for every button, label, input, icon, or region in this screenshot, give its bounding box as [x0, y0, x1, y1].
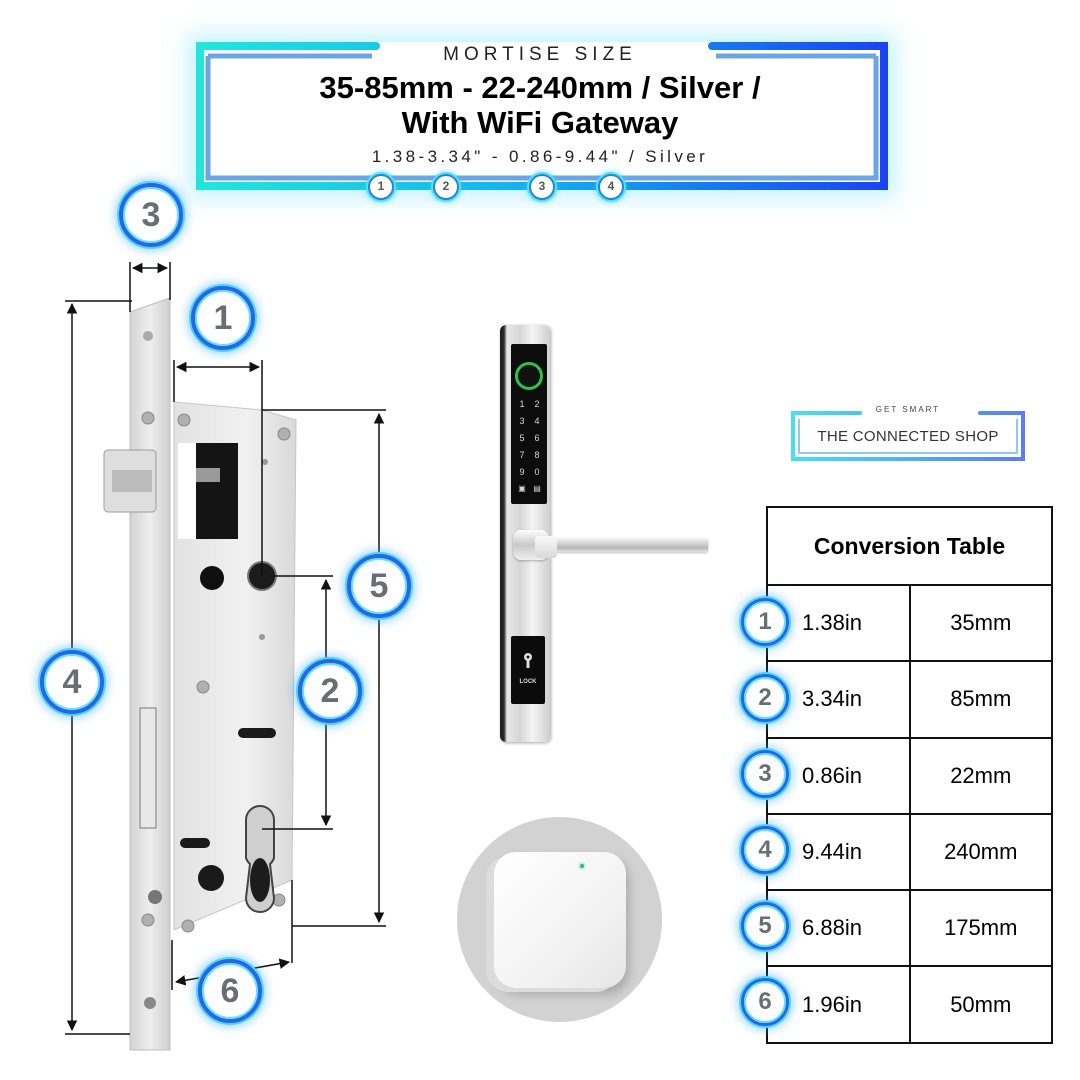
keyhole-icon [522, 652, 534, 670]
dimension-badge-3: 3 [119, 183, 183, 247]
lock-label: LOCK [519, 679, 537, 685]
table-row: 1.96in 50mm [766, 965, 1053, 1044]
lever-handle [540, 538, 708, 552]
header-kicker: MORTISE SIZE [443, 44, 637, 65]
conversion-table-header: Conversion Table [766, 506, 1053, 586]
keypad-key-5: 5 [519, 433, 525, 443]
table-row-badge-2: 2 [741, 674, 789, 722]
inch-value: 1.96in [766, 965, 911, 1044]
fingerprint-sensor-icon [515, 362, 543, 390]
page-title-line-1: 35-85mm - 22-240mm / Silver / [319, 70, 761, 105]
keypad-key-9: 9 [519, 467, 525, 477]
inch-value: 1.38in [766, 583, 911, 663]
lock-open-icon: ▤ [533, 484, 541, 493]
keypad-key-1: 1 [519, 399, 525, 409]
table-row-badge-3: 3 [741, 750, 789, 798]
header-marker-4: 4 [598, 174, 624, 200]
inch-value: 0.86in [766, 736, 911, 815]
conversion-table: Conversion Table 1.38in 35mm 3.34in 85mm… [766, 506, 1053, 1044]
dimension-badge-2: 2 [298, 659, 362, 723]
lever-neck [535, 536, 557, 558]
table-row: 3.34in 85mm [766, 660, 1053, 739]
mm-value: 175mm [908, 889, 1053, 968]
dimension-badge-4: 4 [40, 650, 104, 714]
keypad-key-0: 0 [534, 467, 540, 477]
page-title: 35-85mm - 22-240mm / Silver / With WiFi … [0, 70, 1080, 140]
keypad-key-2: 2 [534, 399, 540, 409]
dimension-badge-6: 6 [198, 959, 262, 1023]
header-marker-2: 2 [433, 174, 459, 200]
keypad-key-4: 4 [534, 416, 540, 426]
mortise-lock-diagram [65, 262, 386, 1051]
table-row-badge-5: 5 [741, 902, 789, 950]
keypad-key-7: 7 [519, 450, 525, 460]
conversion-table-title: Conversion Table [766, 506, 1053, 586]
brand-neon-frame [791, 411, 1025, 461]
mm-value: 240mm [908, 812, 1053, 892]
table-row: 0.86in 22mm [766, 736, 1053, 815]
mm-value: 50mm [908, 965, 1053, 1044]
table-row-badge-6: 6 [741, 978, 789, 1026]
header-marker-1: 1 [368, 174, 394, 200]
mm-value: 35mm [908, 583, 1053, 663]
key-override-panel [511, 636, 545, 704]
brand-kicker: GET SMART [875, 405, 941, 414]
keypad-key-3: 3 [519, 416, 525, 426]
table-row-badge-4: 4 [741, 826, 789, 874]
mm-value: 85mm [908, 660, 1053, 739]
inch-value: 6.88in [766, 889, 911, 968]
header-marker-3: 3 [529, 174, 555, 200]
lock-closed-icon: ▣ [518, 484, 526, 493]
gateway-status-led-icon [580, 864, 584, 868]
gateway-device [494, 852, 626, 988]
faceplate [129, 297, 171, 1051]
table-row-badge-1: 1 [741, 598, 789, 646]
dimension-badge-1: 1 [191, 286, 255, 350]
keypad-key-6: 6 [534, 433, 540, 443]
header-glow [196, 42, 888, 190]
dimension-badge-5: 5 [347, 554, 411, 618]
table-row: 6.88in 175mm [766, 889, 1053, 968]
mm-value: 22mm [908, 736, 1053, 815]
page-title-line-2: With WiFi Gateway [401, 105, 679, 140]
header-subtitle: 1.38-3.34" - 0.86-9.44" / Silver [371, 147, 709, 166]
keypad-key-8: 8 [534, 450, 540, 460]
inch-value: 3.34in [766, 660, 911, 739]
brand-name: THE CONNECTED SHOP [817, 428, 999, 445]
table-row: 9.44in 240mm [766, 812, 1053, 892]
table-row: 1.38in 35mm [766, 583, 1053, 663]
